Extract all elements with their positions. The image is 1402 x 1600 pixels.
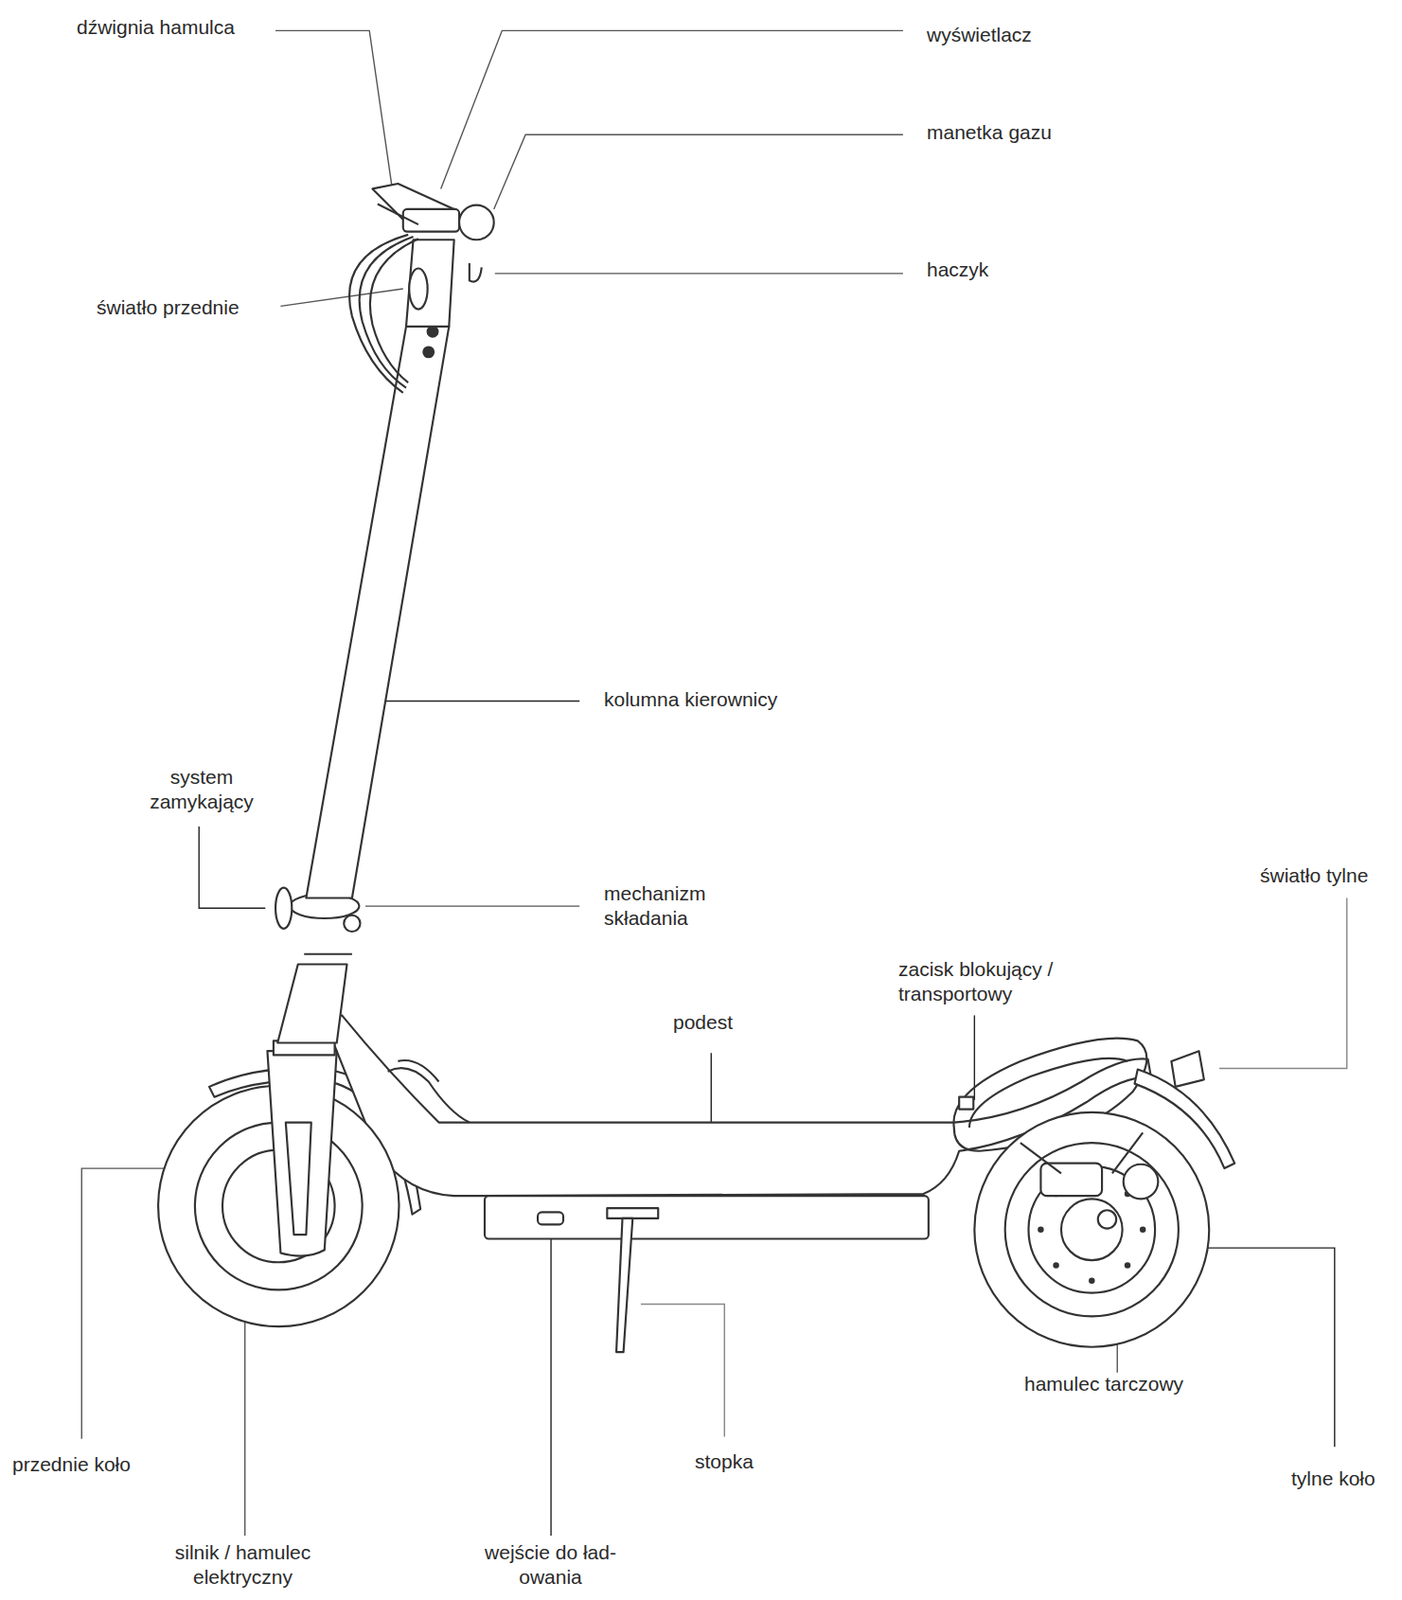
part-label: zacisk blokujący / transportowy (898, 957, 1087, 1007)
front-light (408, 267, 427, 309)
scooter-outline (370, 238, 419, 383)
part-label: mechanizm składania (603, 881, 732, 931)
scooter-outline (423, 346, 434, 357)
scooter-outline (266, 1050, 337, 1257)
scooter-outline (349, 234, 409, 393)
disc-holes (1139, 1226, 1146, 1233)
scooter-outline (377, 204, 419, 226)
part-label: stopka (694, 1449, 754, 1474)
disc-holes (1088, 1277, 1095, 1283)
scooter-outline (158, 183, 1235, 1352)
leader-lines (1183, 1247, 1335, 1447)
part-label: światło przednie (96, 295, 240, 320)
leader-lines (494, 134, 904, 210)
part-label: wejście do ład- owania (463, 1540, 638, 1590)
kickstand (616, 1218, 633, 1352)
scooter-outline (459, 205, 495, 241)
rear-light (1171, 1050, 1204, 1087)
leader-lines (550, 1224, 551, 1536)
scooter-outline (305, 326, 449, 899)
scooter-outline (1061, 1198, 1123, 1261)
leader-lines (495, 272, 904, 274)
part-label: wyświetlacz (926, 22, 1032, 48)
part-label: haczyk (926, 257, 989, 283)
leader-lines (375, 700, 581, 702)
part-label: dźwignia hamulca (76, 15, 235, 40)
scooter-outline (343, 915, 360, 932)
scooter-outline (1020, 1132, 1143, 1173)
scooter-outline (285, 1122, 312, 1236)
part-label: hamulec tarczowy (1024, 1371, 1184, 1397)
charging-port (537, 1211, 564, 1225)
scooter-outline (406, 239, 455, 327)
lock-clip (958, 1097, 974, 1110)
leader-lines (280, 288, 403, 306)
leader-lines (198, 826, 266, 908)
part-label: przednie koło (12, 1452, 131, 1477)
scooter-outline (974, 1112, 1209, 1348)
brake-caliper (1040, 1163, 1102, 1196)
scooter-outline (1123, 1164, 1159, 1200)
part-label: manetka gazu (926, 120, 1052, 145)
leader-lines (365, 905, 580, 906)
part-label: tylne koło (1291, 1466, 1376, 1491)
part-label: kolumna kierownicy (603, 687, 778, 712)
scooter-outline (397, 1060, 439, 1082)
scooter-outline (277, 964, 347, 1044)
leader-lines (81, 30, 1347, 1536)
part-label: silnik / hamulec elektryczny (153, 1540, 333, 1590)
part-label: system zamykający (135, 764, 268, 815)
disc-holes (1052, 1261, 1059, 1268)
scooter-outline (1005, 1142, 1179, 1316)
part-label: podest (673, 1010, 733, 1035)
scooter-outline (427, 326, 439, 338)
scooter-outline (484, 1195, 929, 1239)
leader-lines (1219, 897, 1348, 1068)
disc-holes (1037, 1226, 1044, 1233)
leader-lines (640, 1303, 725, 1437)
scooter-outline (469, 263, 482, 282)
lock-knob (275, 887, 292, 929)
leader-lines (441, 30, 904, 189)
scooter-outline (303, 953, 353, 956)
part-label: światło tylne (1260, 863, 1368, 888)
leader-lines (81, 1168, 169, 1439)
scooter-outline (1098, 1209, 1117, 1228)
disc-holes (1124, 1261, 1131, 1268)
kickstand-mount (606, 1207, 658, 1219)
scooter-outline (388, 1067, 470, 1122)
